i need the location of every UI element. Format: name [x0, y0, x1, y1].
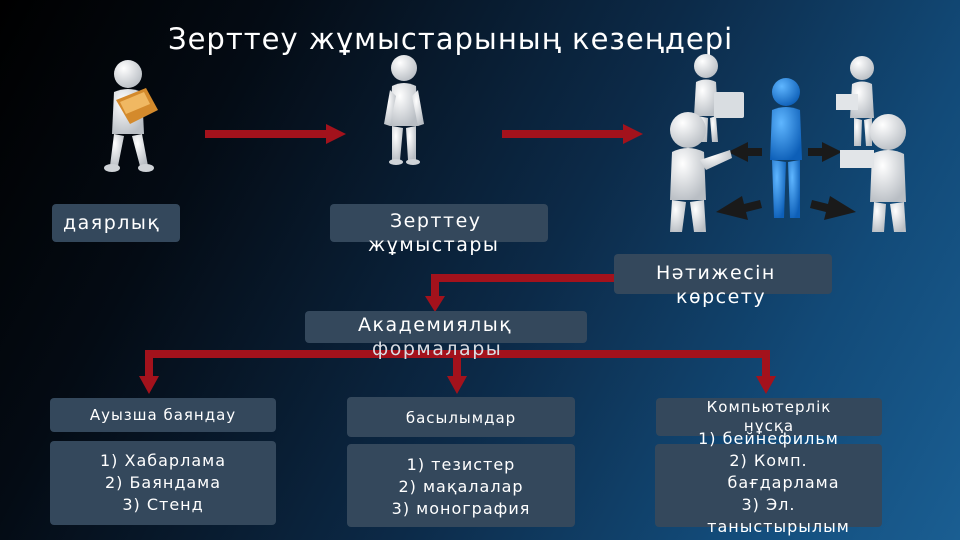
- category-oral-list: 1) Хабарлама 2) Баяндама 3) Стенд: [50, 441, 276, 525]
- category-computer-line2: нұсқа: [743, 417, 795, 435]
- stage-research-line2: жұмыстары: [368, 234, 500, 256]
- person-standing-icon: [384, 55, 424, 165]
- person-reading-icon: [104, 60, 158, 172]
- list-item: 3) Стенд: [122, 495, 204, 514]
- category-publications-label: басылымдар: [405, 409, 517, 427]
- academic-forms-box: Академиялық формалары: [305, 311, 587, 360]
- academic-forms-label: Академиялық формалары: [358, 313, 512, 361]
- list-item: 2) Баяндама: [104, 473, 222, 492]
- team-collaboration-icon: [670, 54, 906, 232]
- category-publications-list: 1) тезистер 2) мақалалар 3) монография: [347, 444, 575, 527]
- list-item: 3) монография: [391, 499, 531, 518]
- stage-results: Нәтижесін көрсету: [614, 254, 832, 308]
- academic-forms-line1: Академиялық: [358, 314, 513, 336]
- category-oral: Ауызша баяндау: [50, 398, 276, 432]
- category-publications: басылымдар: [347, 397, 575, 437]
- stage-results-line1: Нәтижесін: [656, 262, 776, 284]
- category-computer-list: 1) бейнефильм 2) Комп. бағдарлама 3) Эл.…: [655, 429, 882, 536]
- computer-items: 1) бейнефильм 2) Комп. бағдарлама 3) Эл.…: [655, 428, 882, 538]
- page-title: Зерттеу жұмыстарының кезеңдері: [168, 22, 734, 56]
- publications-items: 1) тезистер 2) мақалалар 3) монография: [347, 454, 575, 520]
- category-computer: Компьютерлік нұсқа: [656, 398, 882, 436]
- arrow-distribution-bar: [139, 350, 776, 394]
- list-item: таныстырылым: [707, 517, 850, 536]
- stage-research: Зерттеу жұмыстары: [330, 204, 548, 256]
- list-item: 1) бейнефильм: [698, 429, 839, 448]
- list-item: 1) тезистер: [406, 455, 516, 474]
- category-computer-label: Компьютерлік нұсқа: [656, 398, 882, 436]
- list-item: 1) Хабарлама: [99, 451, 226, 470]
- stage-results-line2: көрсету: [676, 286, 767, 308]
- oral-items: 1) Хабарлама 2) Баяндама 3) Стенд: [50, 450, 276, 516]
- list-item: 2) Комп.: [729, 451, 808, 470]
- arrow-prep-to-research: [205, 124, 346, 144]
- arrow-results-to-academic: [425, 274, 615, 312]
- list-item: 2) мақалалар: [398, 477, 524, 496]
- stage-research-label: Зерттеу жұмыстары: [368, 209, 499, 257]
- stage-research-line1: Зерттеу: [390, 210, 482, 232]
- stage-preparation-label: даярлық: [63, 212, 161, 234]
- stage-preparation: даярлық: [52, 204, 180, 242]
- academic-forms-line2: формалары: [372, 338, 503, 360]
- stage-results-label: Нәтижесін көрсету: [656, 261, 776, 309]
- list-item: бағдарлама: [727, 473, 840, 492]
- arrow-research-to-results: [502, 124, 643, 144]
- category-computer-line1: Компьютерлік: [706, 398, 832, 416]
- category-oral-label: Ауызша баяндау: [89, 406, 237, 424]
- list-item: 3) Эл.: [741, 495, 796, 514]
